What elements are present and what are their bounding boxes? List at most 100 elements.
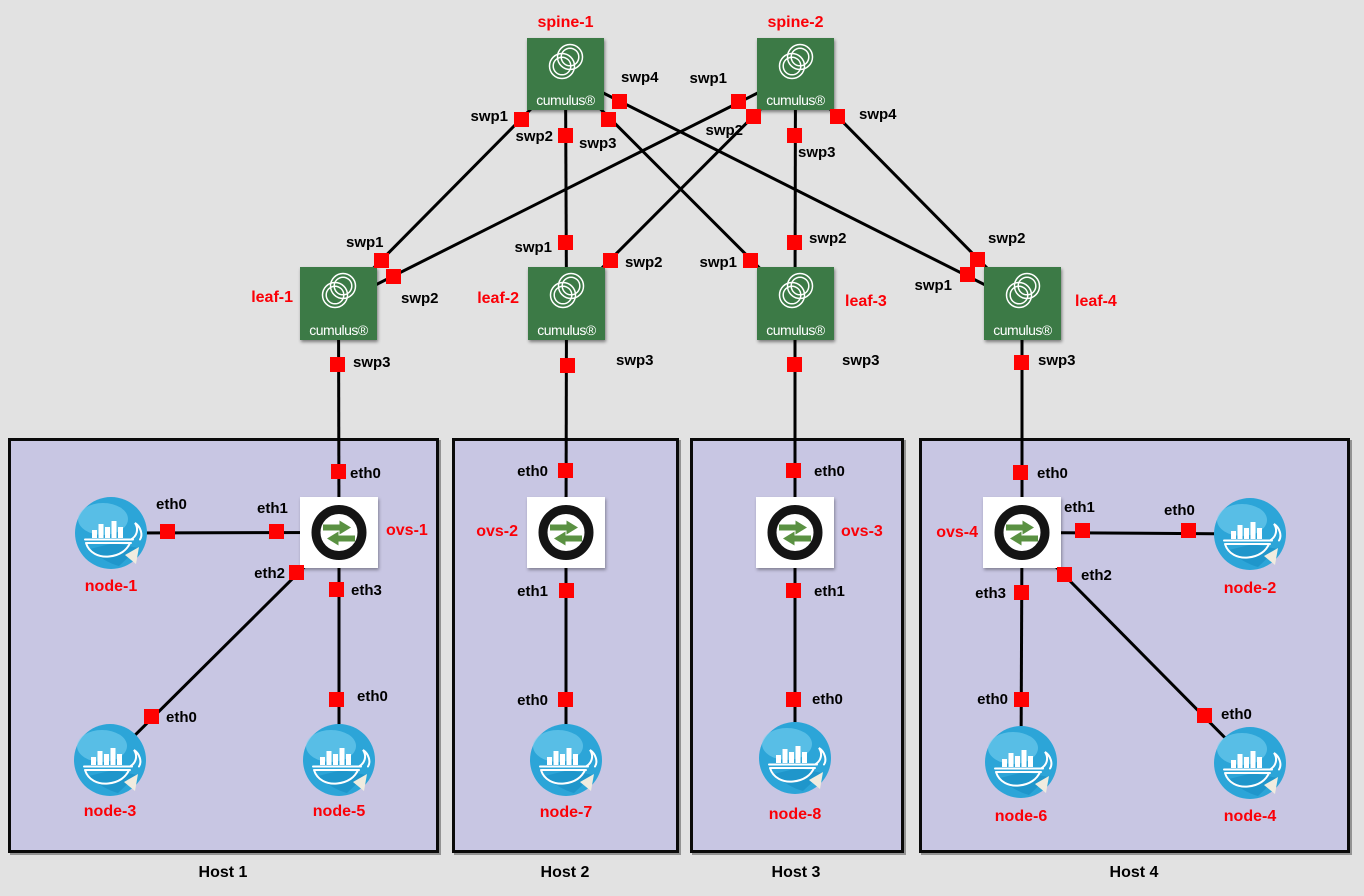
host-1-label: Host 1: [198, 864, 248, 881]
docker-whale-icon: [1213, 497, 1287, 571]
port-leaf-1-swp2: [386, 269, 401, 284]
port-node-4-eth0: [1197, 708, 1212, 723]
port-node-6-eth0: [1014, 692, 1029, 707]
ovs-3-switch[interactable]: [756, 497, 834, 568]
link-spine-2-leaf-3[interactable]: [793, 73, 797, 304]
spine-1-label: spine-1: [537, 14, 594, 31]
port-ovs-2-eth0: [558, 463, 573, 478]
ovs-arrows-icon: [300, 497, 378, 568]
port-leaf-3-swp3: [787, 357, 802, 372]
node-3-label: node-3: [83, 803, 137, 820]
ovs-2-label: ovs-2: [476, 523, 518, 540]
node-6-container[interactable]: [984, 725, 1058, 799]
port-label: swp3: [1038, 352, 1076, 369]
port-label: swp3: [616, 352, 654, 369]
node-8-container[interactable]: [758, 721, 832, 795]
port-spine-2-swp3: [787, 128, 802, 143]
link-leaf-1-ovs-1[interactable]: [337, 303, 341, 533]
node-2-label: node-2: [1223, 580, 1277, 597]
node-5-label: node-5: [312, 803, 366, 820]
port-label: eth0: [517, 692, 548, 709]
leaf-4-switch[interactable]: cumulus®: [984, 267, 1061, 340]
ovs-4-label: ovs-4: [936, 524, 978, 541]
port-label: eth0: [1037, 465, 1068, 482]
port-node-8-eth0: [786, 692, 801, 707]
spine-1-switch[interactable]: cumulus®: [527, 38, 604, 110]
port-label: swp3: [798, 144, 836, 161]
port-ovs-4-eth1: [1075, 523, 1090, 538]
ovs-4-switch[interactable]: [983, 497, 1061, 568]
port-label: swp1: [689, 70, 727, 87]
port-ovs-4-eth3: [1014, 585, 1029, 600]
docker-whale-icon: [758, 721, 832, 795]
node-1-container[interactable]: [74, 496, 148, 570]
port-label: swp1: [514, 239, 552, 256]
cumulus-wordmark: cumulus®: [993, 322, 1052, 338]
port-ovs-4-eth0: [1013, 465, 1028, 480]
port-label: swp3: [842, 352, 880, 369]
leaf-1-label: leaf-1: [251, 289, 293, 306]
cumulus-rings-icon: [984, 267, 1061, 313]
cumulus-rings-icon: [528, 267, 605, 313]
leaf-2-switch[interactable]: cumulus®: [528, 267, 605, 340]
node-6-label: node-6: [994, 808, 1048, 825]
port-label: eth0: [156, 496, 187, 513]
port-node-1-eth0: [160, 524, 175, 539]
port-spine-2-swp2: [746, 109, 761, 124]
cumulus-rings-icon: [757, 38, 834, 84]
leaf-2-label: leaf-2: [477, 290, 519, 307]
leaf-1-switch[interactable]: cumulus®: [300, 267, 377, 340]
node-2-container[interactable]: [1213, 497, 1287, 571]
link-leaf-2-ovs-2[interactable]: [564, 303, 568, 533]
host-2-label: Host 2: [540, 864, 590, 881]
cumulus-wordmark: cumulus®: [536, 92, 595, 108]
port-ovs-2-eth1: [559, 583, 574, 598]
leaf-3-switch[interactable]: cumulus®: [757, 267, 834, 340]
port-leaf-4-swp3: [1014, 355, 1029, 370]
port-spine-1-swp4: [612, 94, 627, 109]
port-label: swp2: [988, 230, 1026, 247]
port-label: eth1: [257, 500, 288, 517]
port-label: eth0: [812, 691, 843, 708]
port-label: eth0: [977, 691, 1008, 708]
link-ovs-4-node-6[interactable]: [1019, 532, 1024, 763]
ovs-arrows-icon: [756, 497, 834, 568]
port-label: eth2: [1081, 567, 1112, 584]
spine-2-label: spine-2: [767, 14, 824, 31]
port-label: eth3: [975, 585, 1006, 602]
ovs-2-switch[interactable]: [527, 497, 605, 568]
port-label: swp1: [346, 234, 384, 251]
docker-whale-icon: [1213, 726, 1287, 800]
spine-2-switch[interactable]: cumulus®: [757, 38, 834, 110]
cumulus-rings-icon: [527, 38, 604, 84]
node-5-container[interactable]: [302, 723, 376, 797]
port-label: eth1: [517, 583, 548, 600]
cumulus-wordmark: cumulus®: [309, 322, 368, 338]
port-spine-1-swp2: [558, 128, 573, 143]
port-label: swp2: [625, 254, 663, 271]
port-label: swp1: [914, 277, 952, 294]
port-leaf-2-swp2: [603, 253, 618, 268]
node-4-container[interactable]: [1213, 726, 1287, 800]
port-label: swp4: [859, 106, 897, 123]
node-8-label: node-8: [768, 806, 822, 823]
ovs-arrows-icon: [527, 497, 605, 568]
port-spine-2-swp1: [731, 94, 746, 109]
ovs-1-switch[interactable]: [300, 497, 378, 568]
node-7-container[interactable]: [529, 723, 603, 797]
port-label: swp2: [401, 290, 439, 307]
ovs-3-label: ovs-3: [841, 523, 883, 540]
port-leaf-1-swp1: [374, 253, 389, 268]
port-ovs-1-eth3: [329, 582, 344, 597]
ovs-arrows-icon: [983, 497, 1061, 568]
link-spine-2-leaf-1[interactable]: [337, 72, 797, 305]
port-label: swp1: [699, 254, 737, 271]
node-1-label: node-1: [84, 578, 138, 595]
port-spine-2-swp4: [830, 109, 845, 124]
host-4-label: Host 4: [1109, 864, 1159, 881]
port-label: eth0: [517, 463, 548, 480]
port-spine-1-swp3: [601, 112, 616, 127]
leaf-4-label: leaf-4: [1075, 293, 1117, 310]
node-3-container[interactable]: [73, 723, 147, 797]
